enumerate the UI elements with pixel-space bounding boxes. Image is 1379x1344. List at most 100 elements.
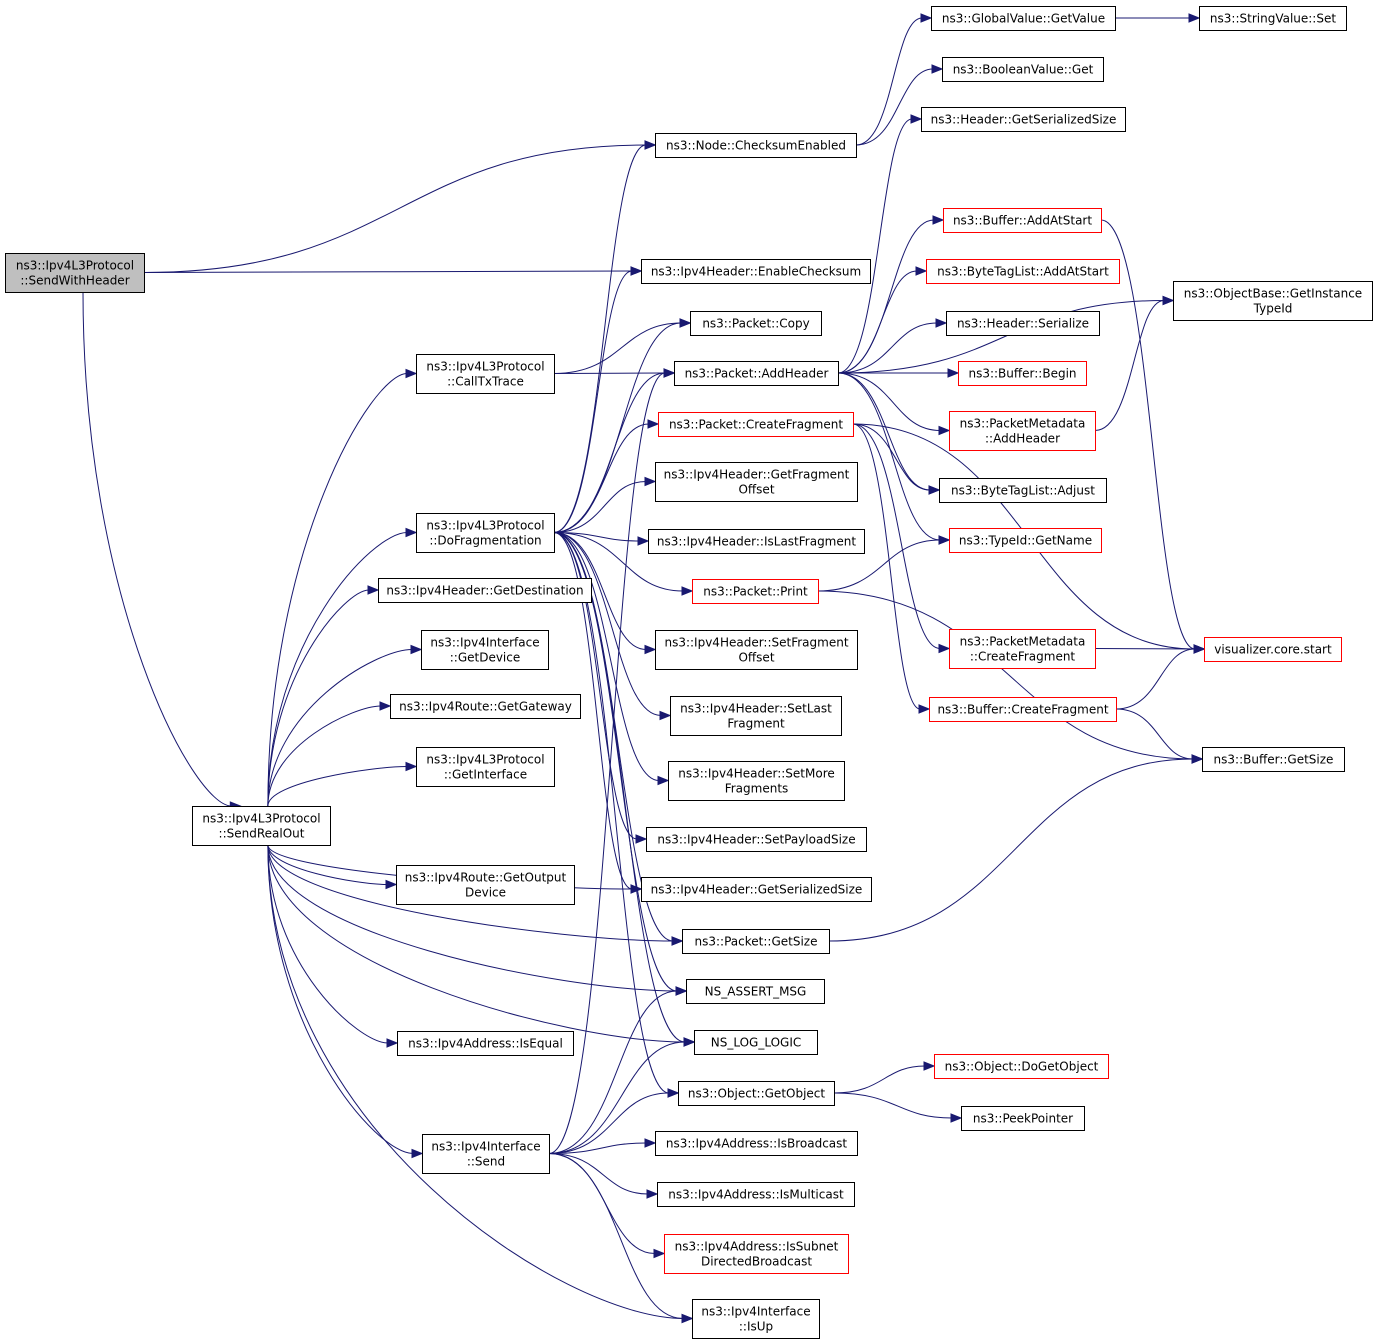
node-if-send[interactable]: ns3::Ipv4Interface::Send	[422, 1134, 550, 1174]
edge-packet-add-header-to-header-serialize	[837, 322, 938, 374]
edge-object-get-object-to-do-get-object	[833, 1065, 926, 1094]
node-label: ns3::Ipv4L3Protocol	[426, 753, 544, 767]
edge-send-with-header-to-enable-checksum	[143, 270, 633, 273]
node-header-serialize[interactable]: ns3::Header::Serialize	[946, 311, 1100, 336]
node-label: ns3::Ipv4Header::SetMore	[678, 767, 835, 781]
arrowhead	[938, 643, 951, 654]
node-is-last-fragment[interactable]: ns3::Ipv4Header::IsLastFragment	[648, 529, 865, 554]
node-box	[690, 311, 822, 336]
node-buffer-add-at-start[interactable]: ns3::Buffer::AddAtStart	[943, 208, 1102, 233]
node-pmcreate-fragment[interactable]: ns3::PacketMetadata::CreateFragment	[949, 629, 1096, 669]
node-get-gateway[interactable]: ns3::Ipv4Route::GetGateway	[390, 694, 581, 719]
arrowhead	[1188, 13, 1201, 23]
node-box	[949, 411, 1096, 451]
node-if-is-up[interactable]: ns3::Ipv4Interface::IsUp	[692, 1299, 820, 1339]
node-box	[694, 1030, 818, 1055]
edge-send-real-out-to-call-tx-trace	[267, 373, 408, 807]
arrowhead	[667, 1088, 680, 1098]
node-packet-get-size[interactable]: ns3::Packet::GetSize	[682, 929, 830, 954]
node-label: ns3::PacketMetadata	[960, 417, 1086, 431]
node-label: ns3::Ipv4Address::IsMulticast	[668, 1188, 844, 1202]
node-set-payload-size[interactable]: ns3::Ipv4Header::SetPayloadSize	[646, 827, 867, 852]
edge-packet-create-fragment-to-byte-tag-list-adjust	[852, 423, 931, 491]
node-buffer-begin[interactable]: ns3::Buffer::Begin	[958, 361, 1087, 386]
node-label: ::GetDevice	[450, 651, 521, 665]
node-buffer-create-fragment[interactable]: ns3::Buffer::CreateFragment	[929, 697, 1117, 722]
node-label: ns3::GlobalValue::GetValue	[942, 12, 1105, 26]
node-nsassert-msg[interactable]: NS_ASSERT_MSG	[686, 979, 825, 1004]
node-header-get-serialized-size[interactable]: ns3::Header::GetSerializedSize	[921, 107, 1126, 132]
node-label: ns3::Ipv4Header::SetFragment	[664, 636, 848, 650]
node-pmadd-header[interactable]: ns3::PacketMetadata::AddHeader	[949, 411, 1096, 451]
node-packet-create-fragment[interactable]: ns3::Packet::CreateFragment	[658, 412, 854, 437]
arrowhead	[935, 318, 948, 328]
node-packet-print[interactable]: ns3::Packet::Print	[692, 579, 819, 604]
edge-if-send-to-is-broadcast	[548, 1142, 647, 1154]
node-label: ::IsUp	[739, 1320, 773, 1334]
node-object-get-object[interactable]: ns3::Object::GetObject	[678, 1081, 835, 1106]
node-visualizer-start[interactable]: visualizer.core.start	[1204, 637, 1342, 662]
node-if-get-device[interactable]: ns3::Ipv4Interface::GetDevice	[421, 630, 549, 670]
edge-do-fragmentation-to-packet-create-fragment	[553, 423, 650, 533]
node-packet-add-header[interactable]: ns3::Packet::AddHeader	[674, 361, 839, 386]
arrowhead	[1162, 295, 1175, 306]
node-packet-copy[interactable]: ns3::Packet::Copy	[690, 311, 822, 336]
node-box	[655, 133, 857, 158]
node-label: ns3::Packet::Print	[703, 585, 808, 599]
node-box	[658, 412, 854, 437]
node-box	[1202, 747, 1345, 772]
node-byte-tag-list-add-at-start[interactable]: ns3::ByteTagList::AddAtStart	[926, 259, 1120, 284]
node-label: ::SendWithHeader	[20, 274, 129, 288]
edge-packet-add-header-to-pmadd-header	[837, 372, 941, 431]
node-do-get-object[interactable]: ns3::Object::DoGetObject	[934, 1054, 1109, 1079]
node-call-tx-trace[interactable]: ns3::Ipv4L3Protocol::CallTxTrace	[416, 354, 555, 394]
node-label: ns3::Buffer::AddAtStart	[953, 214, 1092, 228]
node-label: ::DoFragmentation	[429, 534, 541, 548]
node-label: ns3::Ipv4Header::GetFragment	[664, 468, 850, 482]
arrowhead	[671, 936, 684, 946]
node-is-multicast[interactable]: ns3::Ipv4Address::IsMulticast	[657, 1182, 855, 1207]
node-boolean-value-get[interactable]: ns3::BooleanValue::Get	[942, 57, 1104, 82]
node-send-with-header[interactable]: ns3::Ipv4L3Protocol::SendWithHeader	[5, 253, 145, 293]
node-box	[949, 528, 1102, 553]
arrowhead	[923, 1061, 936, 1071]
arrowhead	[1193, 644, 1206, 654]
node-string-value-set[interactable]: ns3::StringValue::Set	[1199, 6, 1347, 31]
node-box	[934, 1054, 1109, 1079]
arrowhead	[405, 527, 418, 538]
node-box	[678, 1081, 835, 1106]
node-nslog-logic[interactable]: NS_LOG_LOGIC	[694, 1030, 818, 1055]
edge-send-with-header-to-checksum-enabled	[143, 144, 647, 273]
node-enable-checksum[interactable]: ns3::Ipv4Header::EnableChecksum	[641, 259, 871, 284]
arrowhead	[644, 140, 657, 150]
node-send-real-out[interactable]: ns3::Ipv4L3Protocol::SendRealOut	[192, 806, 331, 846]
arrowhead	[659, 710, 672, 721]
node-type-id-get-name[interactable]: ns3::TypeId::GetName	[949, 528, 1102, 553]
node-is-subnet-directed-broadcast[interactable]: ns3::Ipv4Address::IsSubnetDirectedBroadc…	[664, 1234, 849, 1274]
edge-do-fragmentation-to-ipv4-get-serialized-size	[553, 532, 633, 890]
node-get-destination[interactable]: ns3::Ipv4Header::GetDestination	[378, 578, 592, 603]
node-checksum-enabled[interactable]: ns3::Node::ChecksumEnabled	[655, 133, 857, 158]
node-box	[949, 629, 1096, 669]
edge-send-real-out-to-nsassert-msg	[267, 844, 678, 992]
node-is-equal[interactable]: ns3::Ipv4Address::IsEqual	[397, 1031, 574, 1056]
node-label: ns3::Ipv4Address::IsSubnet	[675, 1240, 839, 1254]
node-do-fragmentation[interactable]: ns3::Ipv4L3Protocol::DoFragmentation	[416, 513, 555, 553]
node-ipv4-get-serialized-size[interactable]: ns3::Ipv4Header::GetSerializedSize	[641, 877, 872, 902]
edge-send-real-out-to-packet-get-size	[267, 844, 674, 942]
node-peek-pointer[interactable]: ns3::PeekPointer	[961, 1106, 1085, 1131]
edge-send-real-out-to-is-equal	[267, 844, 389, 1044]
arrowhead	[1191, 754, 1204, 764]
node-global-get-value[interactable]: ns3::GlobalValue::GetValue	[931, 6, 1116, 31]
call-graph-nodes: ns3::Ipv4L3Protocol::SendWithHeaderns3::…	[5, 6, 1373, 1339]
node-get-interface[interactable]: ns3::Ipv4L3Protocol::GetInterface	[416, 747, 555, 787]
node-byte-tag-list-adjust[interactable]: ns3::ByteTagList::Adjust	[939, 478, 1107, 503]
node-buffer-get-size[interactable]: ns3::Buffer::GetSize	[1202, 747, 1345, 772]
node-is-broadcast[interactable]: ns3::Ipv4Address::IsBroadcast	[655, 1131, 858, 1156]
